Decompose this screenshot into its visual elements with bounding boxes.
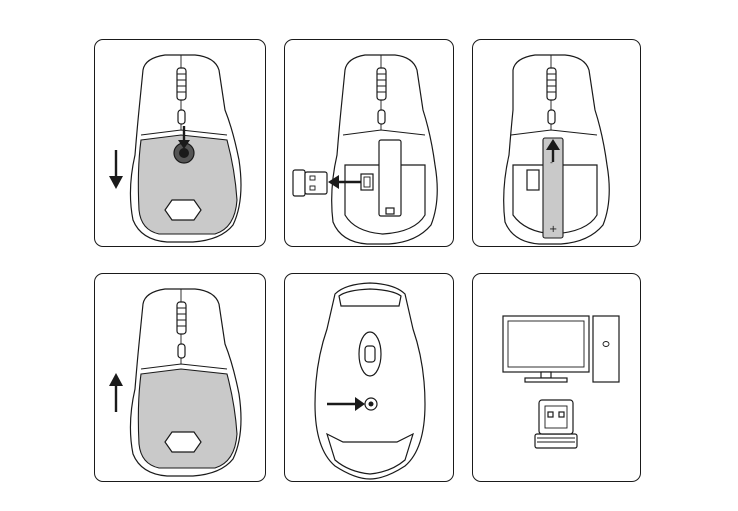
pc-connection-illustration — [473, 274, 641, 482]
battery-plus-label: + — [549, 224, 557, 235]
mouse-top-view-illustration — [95, 40, 266, 247]
monitor-icon — [503, 316, 589, 382]
mouse-top-view-illustration — [95, 274, 266, 482]
step-panel-power-off — [94, 39, 266, 247]
step-panel-open-cover: - + — [472, 39, 641, 247]
step-panel-connect-to-pc — [472, 273, 641, 482]
step-panel-remove-dongle — [284, 39, 454, 247]
scroll-wheel-icon — [177, 302, 186, 334]
battery-minus-label: - — [550, 158, 553, 167]
arrow-right-icon — [355, 397, 365, 411]
step-panel-press-pairing-button — [284, 273, 454, 482]
usb-dongle-icon — [293, 170, 327, 196]
arrow-down-icon — [109, 150, 123, 189]
battery-install-illustration — [473, 40, 641, 247]
logo-icon — [165, 200, 201, 220]
usb-dongle-icon — [535, 400, 577, 448]
dongle-removal-illustration — [285, 40, 454, 247]
mouse-bottom-view-illustration — [285, 274, 454, 482]
logo-icon — [165, 432, 201, 452]
battery-icon — [379, 140, 401, 216]
scroll-wheel-icon — [177, 68, 186, 100]
step-panel-power-on — [94, 273, 266, 482]
arrow-up-icon — [109, 373, 123, 412]
pc-tower-icon — [593, 316, 619, 382]
